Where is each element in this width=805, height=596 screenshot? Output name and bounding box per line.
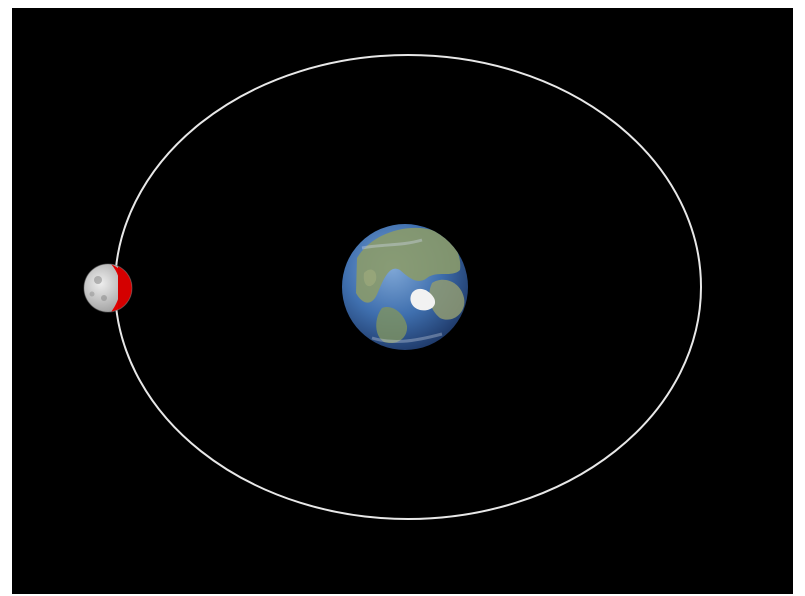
earth (342, 224, 468, 350)
earth-moon-orbit-scene (12, 8, 793, 594)
moon (83, 263, 133, 313)
orbit-diagram-svg (83, 54, 702, 520)
